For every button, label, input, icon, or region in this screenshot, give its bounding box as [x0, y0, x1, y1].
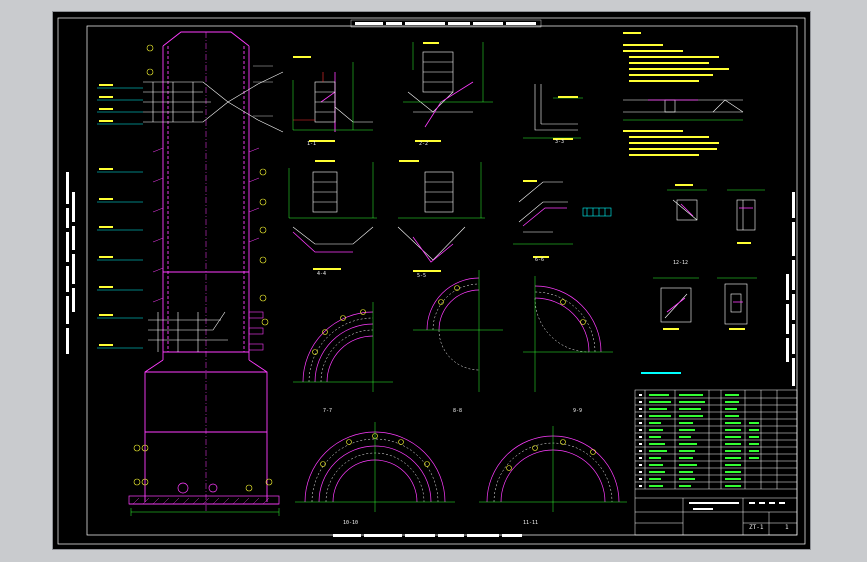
cad-drawing-canvas[interactable]: 1-1 2-2 3-3 4-4 5-5 6-6 7-7 8-8 9-9 10-1…	[53, 12, 810, 549]
view-label: 4-4	[317, 271, 326, 277]
cyan-note	[641, 372, 681, 374]
view-label: 9-9	[573, 408, 582, 414]
view-label: 7-7	[323, 408, 332, 414]
tower-elevation	[97, 31, 284, 516]
cad-drawing-viewport[interactable]: 1-1 2-2 3-3 4-4 5-5 6-6 7-7 8-8 9-9 10-1…	[53, 12, 810, 549]
bracket-details	[653, 184, 765, 330]
view-label: 3-3	[555, 139, 564, 145]
beam-detail	[623, 99, 744, 121]
view-label: 5-5	[417, 273, 426, 279]
ring-plan-views	[293, 270, 627, 512]
view-label: 10-10	[343, 520, 358, 526]
view-label: 2-2	[419, 141, 428, 147]
view-labels: 1-1 2-2 3-3 4-4 5-5 6-6 7-7 8-8 9-9 10-1…	[307, 139, 688, 526]
view-label: 1-1	[307, 141, 316, 147]
view-label: 12-12	[673, 260, 688, 266]
bottom-title-band	[333, 534, 522, 537]
view-label: 6-6	[535, 257, 544, 263]
sheet-index: 1	[785, 524, 789, 531]
right-vertical-notes	[786, 192, 795, 386]
bill-of-materials-table: ZT-1 1	[634, 389, 798, 536]
view-label: 8-8	[453, 408, 462, 414]
sheet-number: ZT-1	[749, 524, 764, 531]
detail-views-row1	[292, 42, 583, 142]
detail-views-row2	[288, 160, 612, 272]
view-label: 11-11	[523, 520, 538, 526]
top-title-band	[350, 19, 542, 28]
technical-notes	[623, 32, 729, 156]
left-vertical-notes	[66, 172, 75, 354]
